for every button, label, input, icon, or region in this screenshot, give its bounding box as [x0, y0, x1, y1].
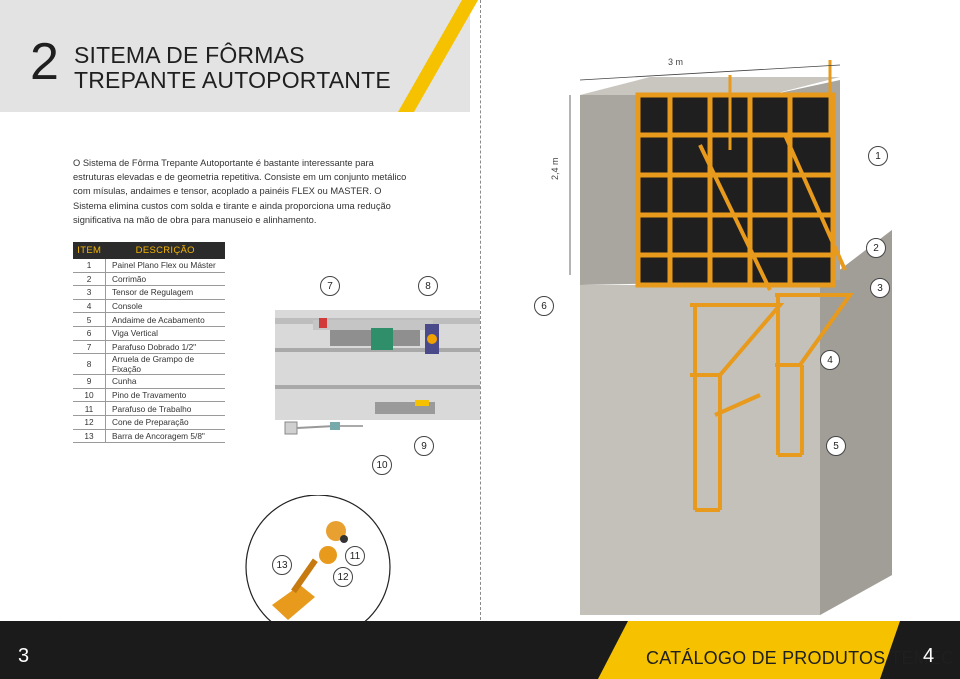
- climbing-formwork-illustration: [569, 60, 892, 615]
- table-cell-description: Parafuso de Trabalho: [105, 401, 225, 416]
- table-header-description: DESCRIÇÃO: [105, 242, 225, 259]
- header-background: [0, 0, 470, 112]
- callout-8: 8: [418, 276, 438, 296]
- page-number-right: 4: [923, 645, 935, 667]
- callout-10: 10: [372, 455, 392, 475]
- table-cell-item: 5: [73, 312, 106, 327]
- table-cell-description: Viga Vertical: [105, 326, 225, 341]
- callout-12: 12: [333, 567, 353, 587]
- table-cell-item: 6: [73, 326, 106, 341]
- table-cell-description: Andaime de Acabamento: [105, 312, 225, 327]
- table-cell-description: Barra de Ancoragem 5/8": [105, 429, 225, 444]
- chapter-title-line2: TREPANTE AUTOPORTANTE: [74, 67, 391, 93]
- table-cell-item: 3: [73, 285, 106, 300]
- callout-1: 1: [868, 146, 888, 166]
- header-yellow-band: [398, 0, 960, 112]
- callout-13: 13: [272, 555, 292, 575]
- table-cell-item: 1: [73, 259, 106, 273]
- table-cell-description: Cunha: [105, 374, 225, 389]
- table-header-item: ITEM: [73, 242, 106, 259]
- table-cell-item: 2: [73, 272, 106, 287]
- table-cell-description: Tensor de Regulagem: [105, 285, 225, 300]
- callout-5: 5: [826, 436, 846, 456]
- table-cell-item: 9: [73, 374, 106, 389]
- table-cell-description: Cone de Preparação: [105, 415, 225, 430]
- chapter-title-line1: SITEMA DE FÔRMAS: [74, 42, 305, 68]
- table-cell-description: Corrimão: [105, 272, 225, 287]
- table-header-row: ITEM DESCRIÇÃO: [73, 242, 225, 259]
- table-cell-description: Parafuso Dobrado 1/2": [105, 340, 225, 355]
- callout-2: 2: [866, 238, 886, 258]
- callout-9: 9: [414, 436, 434, 456]
- chapter-number: 2: [30, 33, 59, 91]
- table-cell-item: 10: [73, 388, 106, 403]
- table-cell-item: 12: [73, 415, 106, 430]
- callout-4: 4: [820, 350, 840, 370]
- table-cell-item: 4: [73, 299, 106, 314]
- page-divider: [480, 0, 481, 620]
- dimension-width-label: 3 m: [668, 57, 684, 67]
- page-number-left: 3: [18, 645, 30, 667]
- cone-detail-illustration: [245, 495, 391, 640]
- callout-6: 6: [534, 296, 554, 316]
- callout-11: 11: [345, 546, 365, 566]
- intro-paragraph: O Sistema de Fôrma Trepante Autoportante…: [73, 158, 407, 225]
- table-cell-description: Pino de Travamento: [105, 388, 225, 403]
- catalog-title: CATÁLOGO DE PRODUTOS TEMEC: [646, 648, 955, 668]
- table-cell-description: Arruela de Grampo de Fixação: [105, 353, 225, 376]
- anchor-detail-illustration: [275, 310, 480, 435]
- table-cell-item: 13: [73, 429, 106, 444]
- footer-band: [0, 621, 960, 679]
- callout-7: 7: [320, 276, 340, 296]
- table-cell-item: 7: [73, 340, 106, 355]
- table-cell-item: 8: [73, 353, 106, 376]
- dimension-height-label: 2,4 m: [550, 157, 560, 180]
- callout-3: 3: [870, 278, 890, 298]
- table-cell-description: Painel Plano Flex ou Máster: [105, 259, 225, 273]
- table-cell-item: 11: [73, 401, 106, 416]
- table-cell-description: Console: [105, 299, 225, 314]
